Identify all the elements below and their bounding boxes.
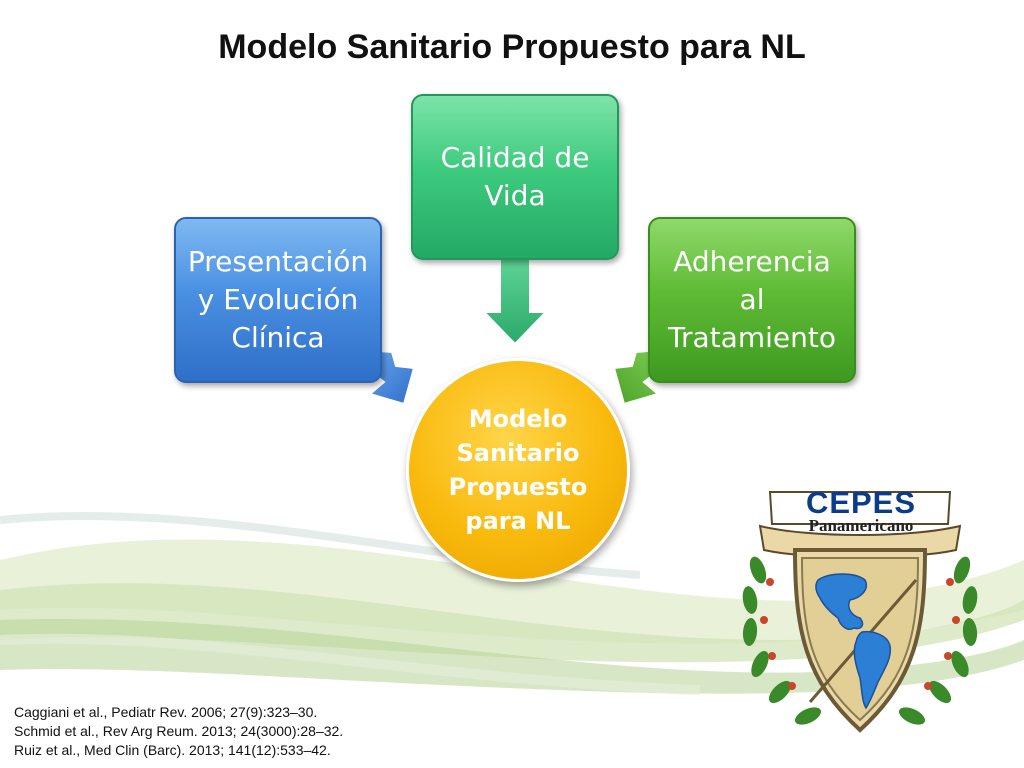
arrow-top-to-center [481, 257, 549, 346]
logo-name: CEPES [805, 485, 917, 520]
node-center-line-3: Propuesto [448, 473, 588, 501]
node-top-line-2: Vida [484, 179, 546, 212]
node-center-line-2: Sanitario [456, 439, 580, 467]
node-right-line-1: Adherencia [673, 245, 831, 278]
node-left-line-1: Presentación [187, 245, 369, 278]
cepes-logo: CEPES Panamericano [720, 480, 1000, 760]
node-adherencia-tratamiento: Adherencia al Tratamiento [648, 217, 856, 383]
node-center-line-1: Modelo [468, 405, 568, 433]
page-title: Modelo Sanitario Propuesto para NL [218, 28, 806, 66]
reference-item: Ruiz et al., Med Clin (Barc). 2013; 141(… [14, 742, 331, 758]
reference-item: Caggiani et al., Pediatr Rev. 2006; 27(9… [14, 704, 318, 720]
node-calidad-de-vida: Calidad de Vida [411, 94, 619, 260]
reference-item: Schmid et al., Rev Arg Reum. 2013; 24(30… [14, 723, 344, 739]
node-presentacion-evolucion: Presentación y Evolución Clínica [174, 217, 382, 383]
node-right-line-3: Tratamiento [668, 321, 836, 354]
node-top-line-1: Calidad de [440, 141, 590, 174]
node-left-line-2: y Evolución [197, 283, 359, 316]
node-center-line-4: para NL [465, 507, 571, 535]
node-right-line-2: al [739, 283, 765, 316]
node-modelo-sanitario-center: Modelo Sanitario Propuesto para NL [406, 358, 630, 582]
logo-subtitle: Panamericano [808, 516, 914, 535]
node-left-line-3: Clínica [231, 321, 325, 354]
americas-shield-emblem-icon [742, 491, 978, 733]
references: Caggiani et al., Pediatr Rev. 2006; 27(9… [14, 703, 343, 760]
